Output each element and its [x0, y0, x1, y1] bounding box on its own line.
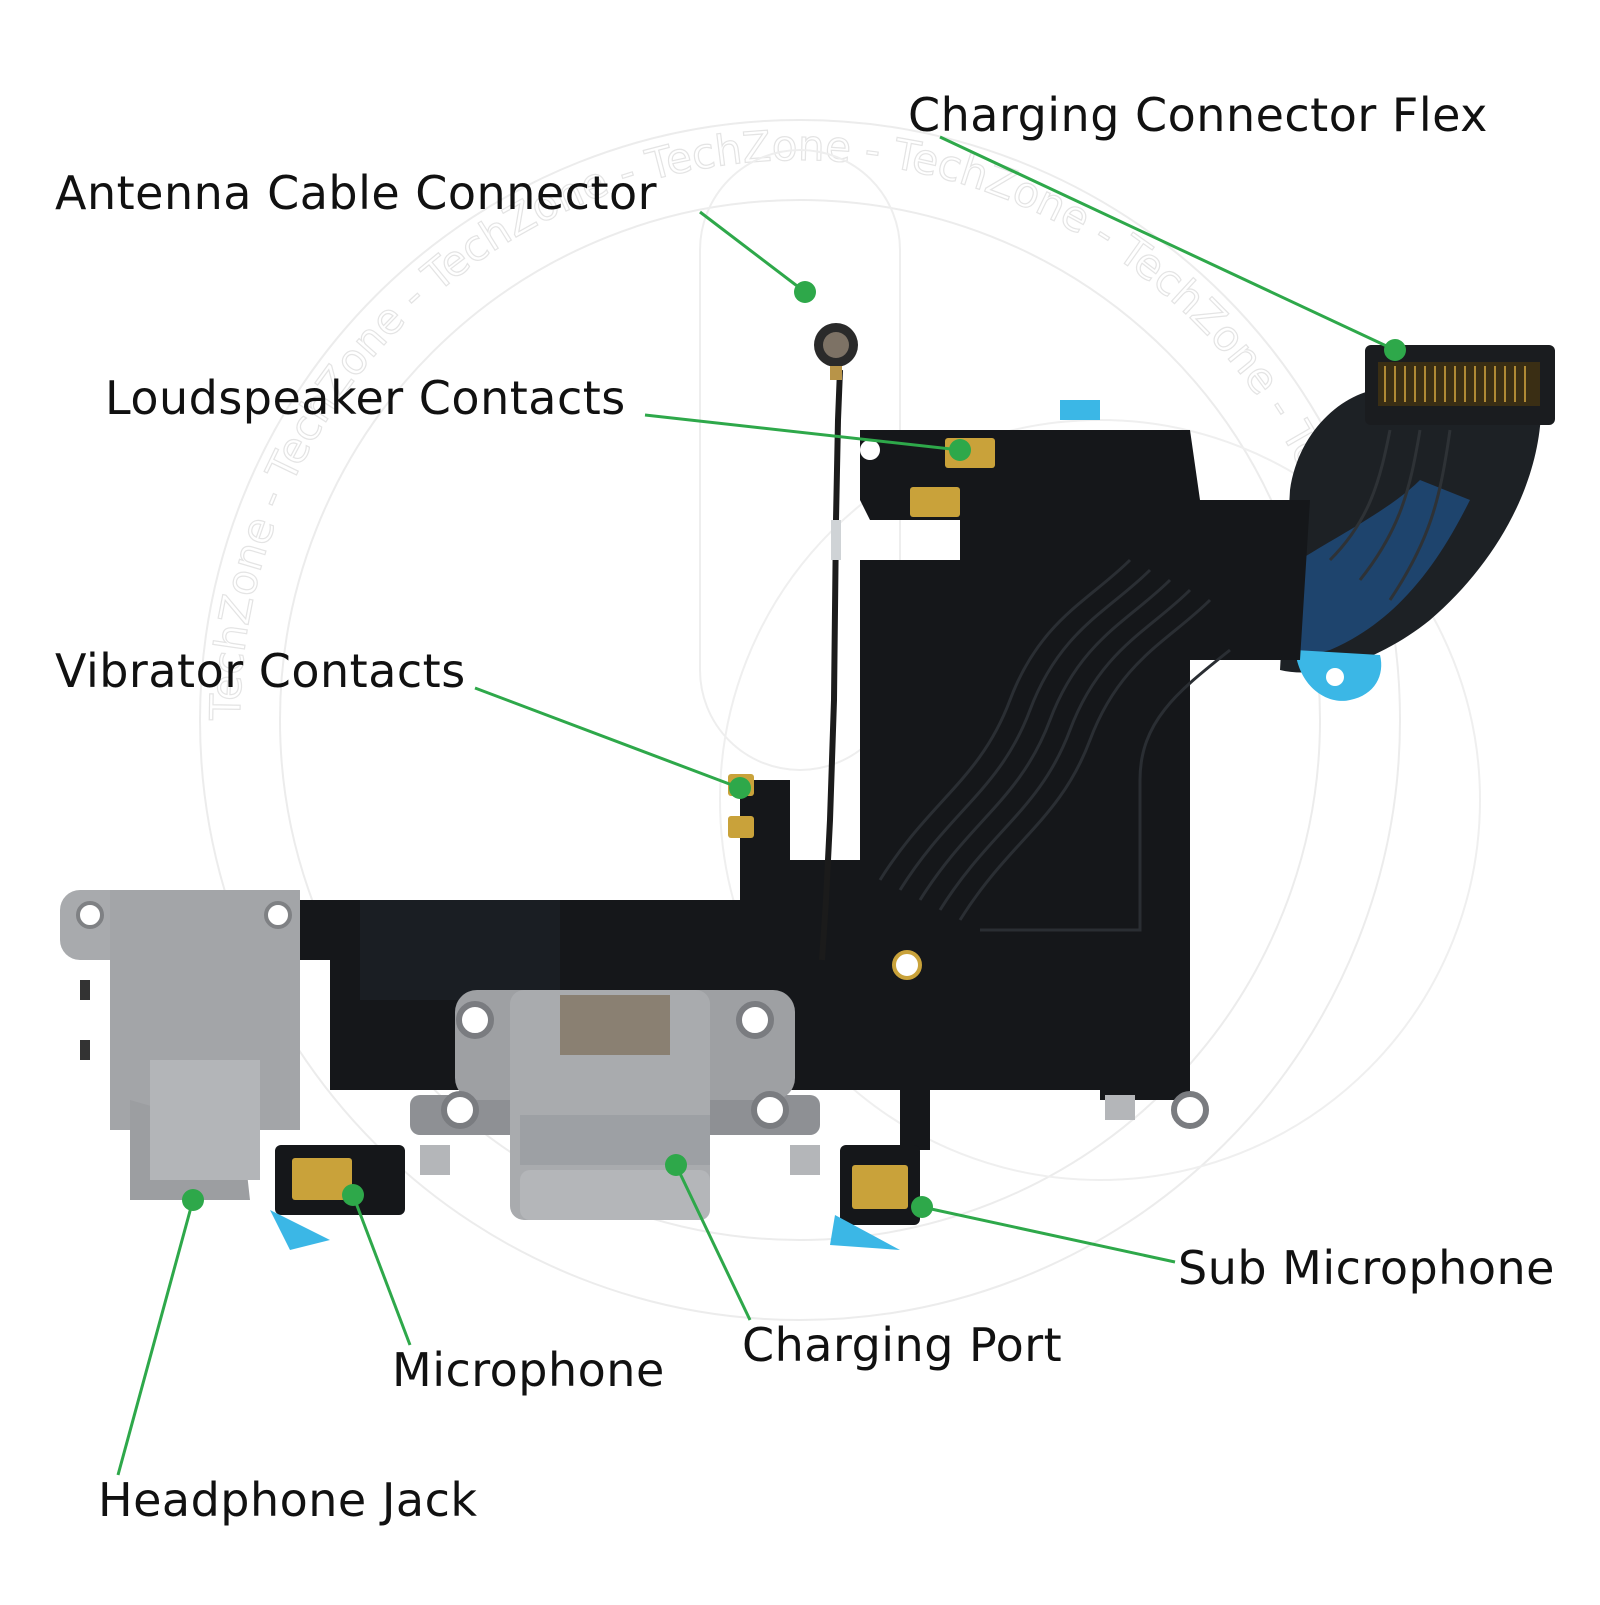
leader-headphone-jack [116, 1199, 195, 1476]
dot-microphone [342, 1184, 364, 1206]
dot-sub-microphone [911, 1196, 933, 1218]
leader-lines [116, 135, 1396, 1476]
microphone-pads [270, 1145, 920, 1250]
dot-charging-connector-flex [1384, 339, 1406, 361]
leader-dots [182, 281, 1406, 1218]
leader-vibrator-contacts [474, 686, 741, 790]
main-flex-board [300, 400, 1310, 1150]
label-microphone: Microphone [392, 1343, 665, 1397]
charging-connector-flex [1280, 345, 1555, 701]
dot-charging-port [665, 1154, 687, 1176]
leader-charging-connector-flex [939, 135, 1396, 352]
label-headphone-jack: Headphone Jack [98, 1473, 478, 1527]
dot-vibrator-contacts [729, 777, 751, 799]
leader-sub-microphone [921, 1205, 1176, 1264]
leader-charging-port [674, 1164, 752, 1321]
dot-loudspeaker-contacts [949, 439, 971, 461]
leader-microphone [351, 1194, 412, 1346]
leader-loudspeaker-contacts [644, 413, 961, 452]
dot-headphone-jack [182, 1189, 204, 1211]
label-charging-connector-flex: Charging Connector Flex [908, 88, 1488, 142]
label-sub-microphone: Sub Microphone [1178, 1241, 1555, 1295]
label-antenna-cable-connector: Antenna Cable Connector [55, 166, 658, 220]
antenna-cable [814, 323, 858, 961]
label-charging-port: Charging Port [742, 1318, 1063, 1372]
headphone-jack-housing [60, 890, 300, 1200]
dot-antenna-cable-connector [794, 281, 816, 303]
label-vibrator-contacts: Vibrator Contacts [55, 644, 466, 698]
leader-antenna-cable-connector [699, 210, 806, 294]
label-loudspeaker-contacts: Loudspeaker Contacts [105, 371, 626, 425]
charging-port-body [410, 990, 1209, 1220]
